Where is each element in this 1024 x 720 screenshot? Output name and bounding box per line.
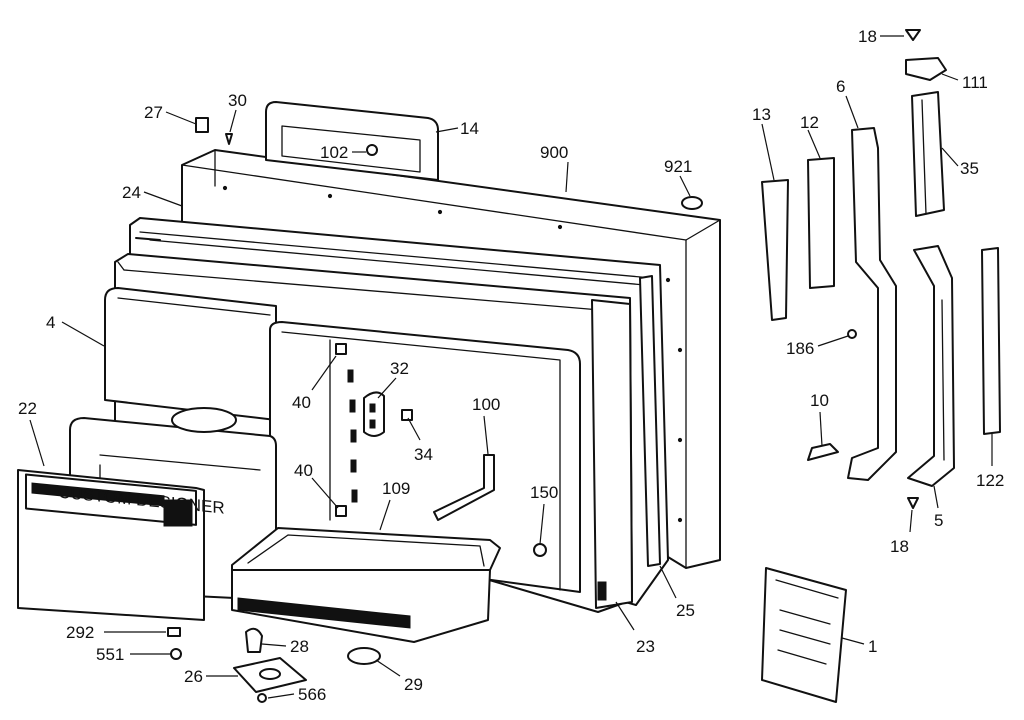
label-18-top: 18 [858, 27, 877, 46]
label-566: 566 [298, 685, 326, 704]
screw-551 [170, 648, 182, 660]
freezer-door-panel [265, 101, 439, 181]
label-27: 27 [144, 103, 163, 122]
shelf-rail-slots [347, 369, 358, 503]
plug-29 [347, 647, 381, 665]
label-35: 35 [960, 159, 979, 178]
screw-186 [847, 329, 857, 339]
label-900: 900 [540, 143, 568, 162]
strip-12 [807, 157, 835, 289]
part-292 [167, 627, 181, 637]
label-551: 551 [96, 645, 124, 664]
screw-30 [225, 133, 233, 145]
label-186: 186 [786, 339, 814, 358]
shelf-support-40b [335, 505, 347, 517]
label-30: 30 [228, 91, 247, 110]
screw-18b [907, 497, 919, 509]
label-122: 122 [976, 471, 1004, 490]
label-23: 23 [636, 637, 655, 656]
plug-921 [681, 196, 703, 210]
label-109: 109 [382, 479, 410, 498]
label-26: 26 [184, 667, 203, 686]
pan-109 [231, 527, 501, 643]
cap-27 [195, 117, 209, 133]
label-40-lower: 40 [294, 461, 313, 480]
butter-door-32 [363, 391, 385, 437]
label-24: 24 [122, 183, 141, 202]
label-34: 34 [414, 445, 433, 464]
label-1: 1 [868, 637, 877, 656]
gasket-25 [639, 275, 661, 567]
handle-screw-102 [366, 144, 378, 156]
channel-35 [911, 91, 945, 217]
label-14: 14 [460, 119, 479, 138]
label-921: 921 [664, 157, 692, 176]
part-34 [401, 409, 413, 421]
label-6: 6 [836, 77, 845, 96]
part-labels: 18 111 6 35 13 12 30 27 14 102 900 921 2… [18, 27, 1004, 704]
hinge-bracket-6 [847, 127, 897, 481]
label-100: 100 [472, 395, 500, 414]
trim-122 [981, 247, 1001, 435]
bracket-100 [433, 454, 495, 521]
label-25: 25 [676, 601, 695, 620]
screw-18a [905, 29, 921, 41]
label-10: 10 [810, 391, 829, 410]
hinge-111 [905, 57, 947, 81]
label-32: 32 [390, 359, 409, 378]
door-liner-4 [104, 253, 633, 613]
label-111: 111 [962, 73, 988, 92]
label-4: 4 [46, 313, 55, 332]
hinge-bracket-5 [907, 245, 955, 487]
label-292: 292 [66, 623, 94, 642]
bracket-10 [807, 443, 839, 461]
screw-150 [533, 543, 547, 557]
label-28: 28 [290, 637, 309, 656]
owner-manual-1 [761, 567, 847, 703]
label-102: 102 [320, 143, 348, 162]
crisper-drawer-22: CUSTOM DESIGNER [17, 469, 225, 621]
strip-13 [761, 179, 789, 321]
screw-566 [257, 693, 267, 703]
leader-lines [29, 35, 993, 699]
label-13: 13 [752, 105, 771, 124]
label-150: 150 [530, 483, 558, 502]
small-hardware [167, 29, 921, 703]
shelf-support-40a [335, 343, 347, 355]
label-5: 5 [934, 511, 943, 530]
label-40-upper: 40 [292, 393, 311, 412]
label-12: 12 [800, 113, 819, 132]
label-22: 22 [18, 399, 37, 418]
label-18-bottom: 18 [890, 537, 909, 556]
label-29: 29 [404, 675, 423, 694]
gasket-23 [591, 299, 633, 609]
part-28 [245, 627, 263, 653]
